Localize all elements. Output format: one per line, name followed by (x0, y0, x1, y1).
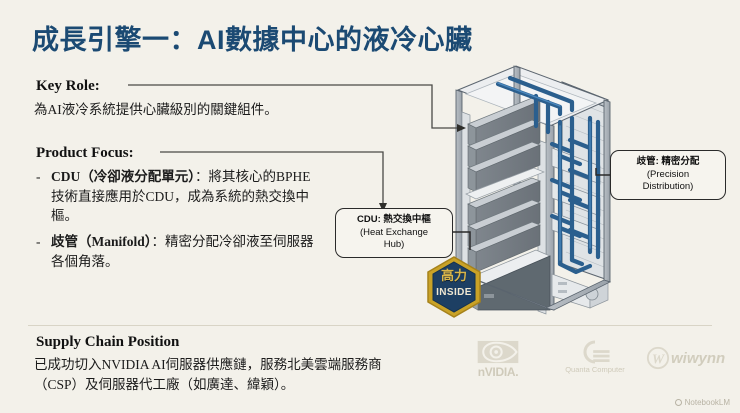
callout-cdu-line3: Hub) (383, 239, 405, 251)
quanta-q-icon (583, 340, 610, 364)
notebooklm-icon (674, 399, 682, 406)
callout-manifold-line2: (Precision (646, 168, 690, 180)
quanta-logo-label: Quanta Computer (565, 365, 625, 374)
callout-manifold-title: 歧管: 精密分配 (636, 156, 700, 167)
key-role-text: 為AI液冷系統提供心臟級別的關鍵組件。 (34, 102, 278, 117)
callout-manifold-line3: Distribution) (642, 181, 694, 193)
bullet-bold-label: 歧管（Manifold） (51, 234, 152, 249)
callout-manifold: 歧管: 精密分配 (Precision Distribution) (610, 150, 726, 200)
watermark-label: NotebookLM (684, 398, 730, 407)
badge-sub: INSIDE (436, 287, 472, 298)
product-focus-bullet-cdu: - CDU（冷卻液分配單元）：將其核心的BPHE技術直接應用於CDU，成為系統的… (36, 167, 318, 226)
wiwynn-circle-w-icon: W (646, 346, 670, 370)
svg-text:W: W (652, 352, 666, 367)
inside-badge: 高力 INSIDE (426, 256, 482, 318)
bullet-marker: - (36, 169, 41, 184)
product-focus-heading: Product Focus: (36, 145, 134, 161)
page-title: 成長引擎一：AI數據中心的液冷心臟 (32, 25, 473, 55)
nvidia-logo: nVIDIA. (460, 340, 536, 379)
callout-cdu-line2: (Heat Exchange (359, 226, 429, 238)
nvidia-logo-label: nVIDIA. (477, 365, 519, 379)
notebooklm-watermark: NotebookLM (674, 398, 730, 407)
wiwynn-logo: W wiwynn (646, 346, 740, 370)
bullet-body: ：將其核心的BPHE技術直接應用於CDU，成為系統的熱交換中樞。 (51, 169, 311, 224)
nvidia-eye-icon (477, 340, 519, 364)
bullet-marker: - (36, 234, 41, 249)
callout-cdu-title: CDU: 熱交換中樞 (357, 214, 431, 225)
wiwynn-logo-label: wiwynn (671, 349, 726, 367)
bottom-divider (28, 325, 712, 326)
product-focus-bullet-manifold: - 歧管（Manifold）：精密分配冷卻液至伺服器各個角落。 (36, 232, 318, 271)
bullet-bold-label: CDU（冷卻液分配單元） (51, 169, 195, 184)
bullet-body: ：精密分配冷卻液至伺服器各個角落。 (51, 234, 314, 269)
callout-cdu: CDU: 熱交換中樞 (Heat Exchange Hub) (335, 208, 453, 258)
hexagon-badge-icon (427, 256, 481, 318)
supply-chain-heading: Supply Chain Position (36, 334, 180, 350)
partner-logos: nVIDIA. Quanta Computer W wiwynn (460, 338, 725, 386)
badge-brand: 高力 (440, 268, 467, 283)
key-role-heading: Key Role: (36, 78, 100, 94)
supply-chain-line2: （CSP）及伺服器代工廠（如廣達、緯穎）。 (34, 377, 295, 392)
supply-chain-line1: 已成功切入NVIDIA AI伺服器供應鏈，服務北美雲端服務商 (34, 357, 382, 372)
quanta-computer-logo: Quanta Computer (552, 340, 638, 374)
